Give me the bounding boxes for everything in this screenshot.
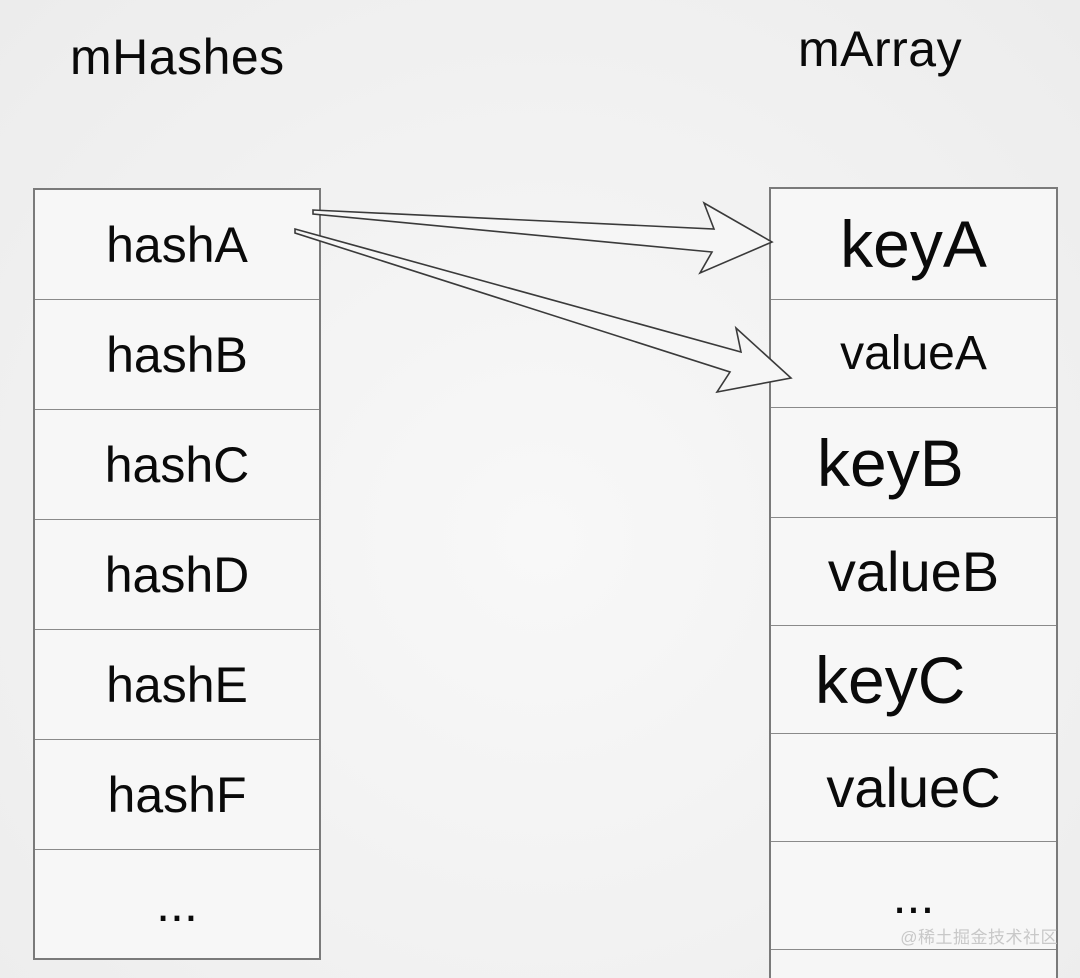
marray-cell: keyC bbox=[771, 626, 1056, 734]
mhashes-cell: hashE bbox=[35, 630, 319, 740]
mhashes-title: mHashes bbox=[70, 29, 285, 85]
marray-cell: keyB bbox=[771, 408, 1056, 518]
marray-cell: valueA bbox=[771, 300, 1056, 408]
arrow-hasha-to-valuea bbox=[294, 227, 793, 394]
mhashes-cell: ... bbox=[35, 850, 319, 958]
mhashes-cell: hashB bbox=[35, 300, 319, 410]
mhashes-column: hashA hashB hashC hashD hashE hashF ... bbox=[33, 188, 321, 960]
marray-cell: keyA bbox=[771, 189, 1056, 300]
mhashes-cell: hashD bbox=[35, 520, 319, 630]
marray-cell: valueC bbox=[771, 734, 1056, 842]
mhashes-cell: hashC bbox=[35, 410, 319, 520]
marray-cell: valueB bbox=[771, 518, 1056, 626]
watermark: @稀土掘金技术社区 bbox=[900, 928, 1058, 947]
arrow-hasha-to-keya bbox=[312, 201, 774, 275]
mhashes-cell: hashF bbox=[35, 740, 319, 850]
marray-cell: ... bbox=[771, 842, 1056, 950]
marray-title: mArray bbox=[798, 21, 963, 77]
marray-column: keyA valueA keyB valueB keyC valueC ... bbox=[769, 187, 1058, 978]
mhashes-cell: hashA bbox=[35, 190, 319, 300]
